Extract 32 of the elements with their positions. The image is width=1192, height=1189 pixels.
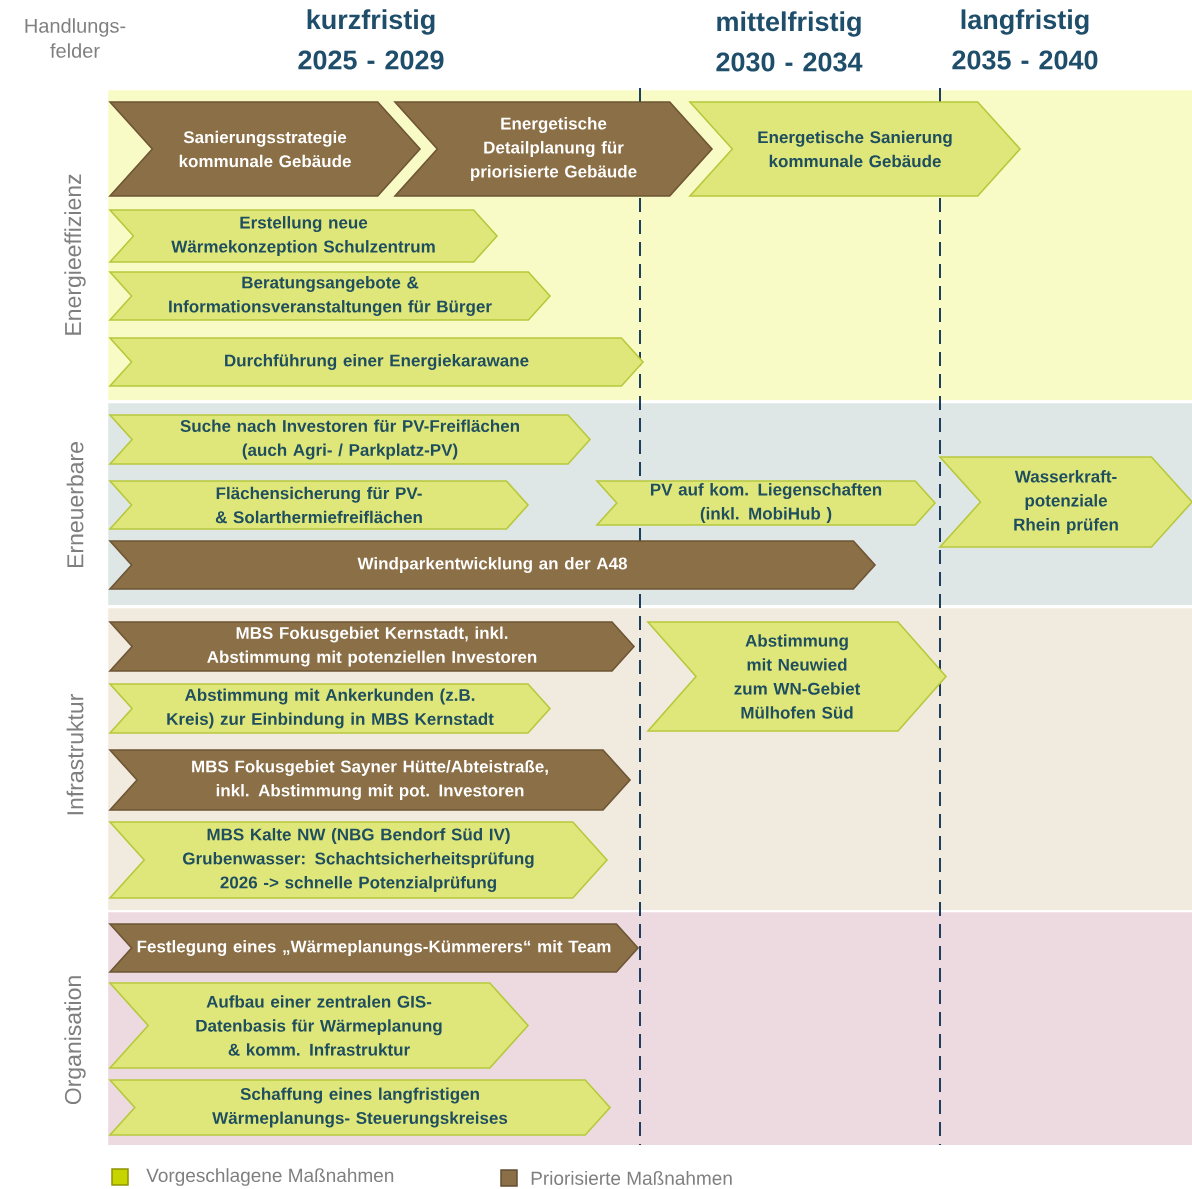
chevron-bar: PV auf kom. Liegenschaften (inkl. MobiHub ) <box>595 480 937 526</box>
period-heading: kurzfristig <box>307 9 435 35</box>
lane-label: Energieeffizienz <box>64 174 86 335</box>
chevron-bar: Sanierungsstrategie kommunale Gebäude <box>108 101 422 197</box>
chevron-bar: Festlegung eines „Wärmeplanungs-Kümmerers“ mit Team <box>108 923 640 973</box>
chevron-bar: Durchführung einer Energiekarawane <box>108 337 645 387</box>
chevron-bar: MBS Kalte NW (NBG Bendorf Süd IV) Grubenwasser: Schachtsicherheitsprüfung 2026 -> schnelle Potenzialprüfung <box>108 821 609 899</box>
chevron-bar: Windparkentwicklung an der A48 <box>108 540 877 590</box>
period-heading: 2035 - 2040 <box>952 50 1098 70</box>
chevron-bar: Flächensicherung für PV- & Solarthermiefreiflächen <box>108 480 530 530</box>
legend-label: Priorisierte Maßnahmen <box>531 1171 732 1185</box>
chevron-bar: Aufbau einer zentralen GIS- Datenbasis für Wärmeplanung & komm. Infrastruktur <box>108 982 530 1069</box>
lane-label: Erneuerbare <box>66 442 84 568</box>
chevron-bar: Wasserkraft- potenziale Rhein prüfen <box>938 456 1192 548</box>
lane-label: Infrastruktur <box>66 694 84 815</box>
chevron-bar: Erstellung neue Wärmekonzeption Schulzentrum <box>108 209 499 263</box>
chevron-bar: Beratungsangebote & Informationsveranstaltungen für Bürger <box>108 271 552 321</box>
chevron-bar: Schaffung eines langfristigen Wärmeplanungs- Steuerungskreises <box>108 1079 612 1136</box>
chevron-bar: Energetische Detailplanung für priorisierte Gebäude <box>393 101 714 197</box>
legend-label: Vorgeschlagene Maßnahmen <box>146 1168 394 1186</box>
period-heading: 2025 - 2029 <box>298 50 444 70</box>
chevron-bar: MBS Fokusgebiet Kernstadt, inkl. Abstimmung mit potenziellen Investoren <box>108 621 636 672</box>
chevron-bar: Abstimmung mit Ankerkunden (z.B. Kreis) zur Einbindung in MBS Kernstadt <box>108 683 552 734</box>
chevron-bar: Suche nach Investoren für PV-Freiflächen (auch Agri- / Parkplatz-PV) <box>108 414 592 465</box>
chevron-bar: Energetische Sanierung kommunale Gebäude <box>688 101 1022 197</box>
chevron-bar: MBS Fokusgebiet Sayner Hütte/Abteistraße, inkl. Abstimmung mit pot. Investoren <box>108 749 632 811</box>
period-heading: 2030 - 2034 <box>716 52 863 72</box>
column-heading: Handlungs- felder <box>25 18 126 58</box>
period-heading: mittelfristig <box>717 11 861 37</box>
lane-label: Organisation <box>64 976 86 1105</box>
period-heading: langfristig <box>961 9 1089 35</box>
chevron-bar: Abstimmung mit Neuwied zum WN-Gebiet Mülhofen Süd <box>646 621 948 732</box>
